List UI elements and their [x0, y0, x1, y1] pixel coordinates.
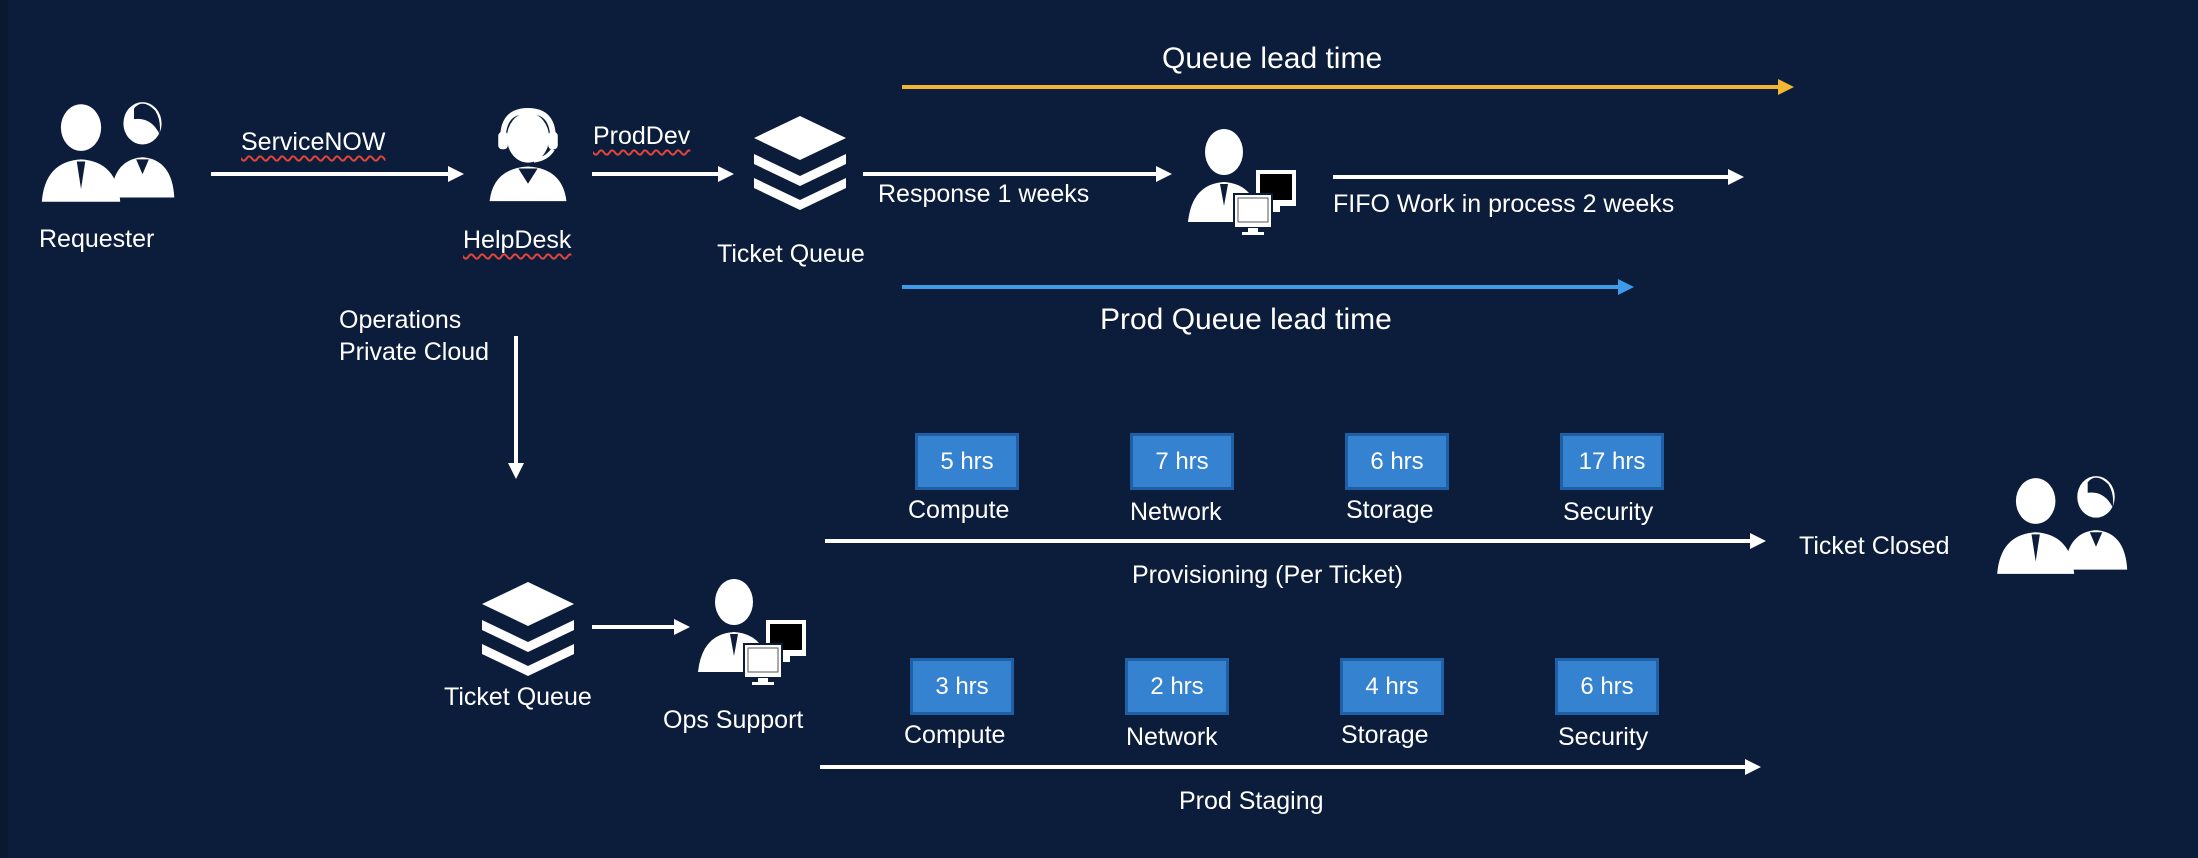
prod-queue-lead-time-arrowhead: [1618, 279, 1634, 295]
provisioning-security-label: Security: [1563, 498, 1654, 526]
fifo-arrowhead: [1728, 169, 1744, 185]
operations-label-line1: Operations: [339, 306, 462, 334]
ops-ticket-queue-stack-icon: [476, 578, 580, 678]
staging-arrow-line: [820, 765, 1748, 769]
staging-security-time-box: 6 hrs: [1555, 658, 1659, 715]
operations-down-arrow-line: [514, 336, 518, 466]
proddev-arrowhead: [718, 166, 734, 182]
provisioning-security-time-box: 17 hrs: [1560, 433, 1664, 490]
proddev-arrow-line: [592, 172, 722, 176]
prod-queue-lead-time-label: Prod Queue lead time: [1100, 303, 1392, 336]
staging-network-time-box: 2 hrs: [1125, 658, 1229, 715]
queue-lead-time-arrowhead: [1778, 79, 1794, 95]
response-arrow-line: [863, 172, 1157, 176]
staging-arrowhead: [1745, 759, 1761, 775]
worker-computer-icon: [1186, 126, 1296, 236]
operations-down-arrowhead: [508, 463, 524, 479]
queue-lead-time-label: Queue lead time: [1162, 42, 1383, 75]
provisioning-storage-label: Storage: [1346, 496, 1434, 524]
queue-lead-time-line: [902, 85, 1778, 89]
provisioning-compute-time-box: 5 hrs: [915, 433, 1019, 490]
helpdesk-label: HelpDesk: [463, 226, 572, 254]
fifo-label: FIFO Work in process 2 weeks: [1333, 190, 1675, 218]
ops-support-computer-icon: [696, 576, 806, 686]
staging-security-label: Security: [1558, 723, 1649, 751]
ops-queue-arrowhead: [674, 619, 690, 635]
proddev-label: ProdDev: [593, 122, 691, 150]
operations-label-line2: Private Cloud: [339, 338, 490, 366]
ticket-queue-stack-icon: [748, 112, 852, 212]
window-border: [0, 0, 8, 858]
ops-support-label: Ops Support: [663, 706, 804, 734]
provisioning-network-time-box: 7 hrs: [1130, 433, 1234, 490]
provisioning-storage-time-box: 6 hrs: [1345, 433, 1449, 490]
staging-compute-label: Compute: [904, 721, 1006, 749]
servicenow-arrowhead: [448, 166, 464, 182]
staging-storage-time-box: 4 hrs: [1340, 658, 1444, 715]
provisioning-compute-label: Compute: [908, 496, 1010, 524]
servicenow-arrow-line: [211, 172, 451, 176]
helpdesk-headset-icon: [480, 106, 576, 204]
staging-compute-time-box: 3 hrs: [910, 658, 1014, 715]
provisioning-arrowhead: [1750, 533, 1766, 549]
ticket-closed-label: Ticket Closed: [1799, 532, 1950, 560]
requester-label: Requester: [39, 225, 155, 253]
ops-ticket-queue-label: Ticket Queue: [444, 683, 592, 711]
requester-users-icon: [36, 100, 196, 206]
staging-storage-label: Storage: [1341, 721, 1429, 749]
provisioning-label: Provisioning (Per Ticket): [1132, 561, 1403, 589]
fifo-arrow-line: [1333, 175, 1729, 179]
ticket-closed-users-icon: [1992, 474, 2148, 578]
prod-queue-lead-time-line: [902, 285, 1620, 289]
ticket-queue-label: Ticket Queue: [717, 240, 865, 268]
staging-network-label: Network: [1126, 723, 1218, 751]
ops-queue-arrow-line: [592, 625, 678, 629]
provisioning-network-label: Network: [1130, 498, 1222, 526]
diagram-canvas: Queue lead time Requester ServiceNOW Hel…: [8, 0, 2198, 858]
response-label: Response 1 weeks: [878, 180, 1090, 208]
prod-staging-label: Prod Staging: [1179, 787, 1324, 815]
servicenow-label: ServiceNOW: [241, 128, 386, 156]
response-arrowhead: [1156, 166, 1172, 182]
provisioning-arrow-line: [825, 539, 1753, 543]
